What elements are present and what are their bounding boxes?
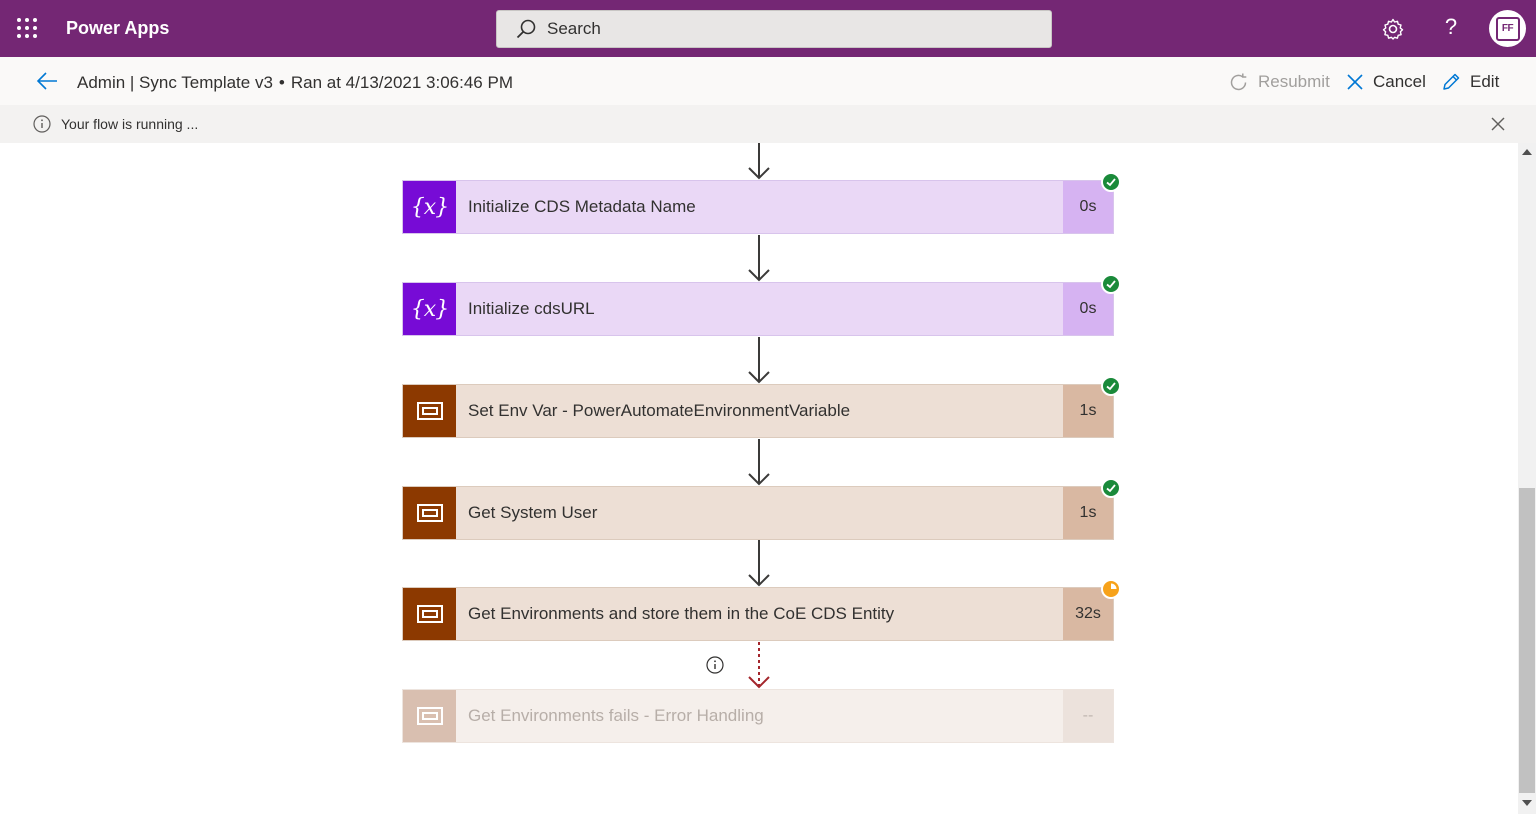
child-flow-icon <box>403 385 456 437</box>
child-flow-icon <box>403 690 456 742</box>
run-timestamp: Ran at 4/13/2021 3:06:46 PM <box>290 73 513 92</box>
top-bar: Power Apps ? FF <box>0 0 1536 57</box>
step-duration: -- <box>1063 690 1113 742</box>
app-name[interactable]: Power Apps <box>66 18 170 38</box>
scrollbar-thumb[interactable] <box>1519 488 1535 793</box>
app-launcher-icon[interactable] <box>17 18 37 38</box>
connector-arrow <box>748 337 770 384</box>
running-message: Your flow is running ... <box>61 116 199 132</box>
search-icon <box>516 19 536 39</box>
step-title: Set Env Var - PowerAutomateEnvironmentVa… <box>468 401 851 420</box>
variable-icon: {x} <box>403 283 456 335</box>
refresh-icon <box>1230 73 1247 90</box>
flow-step-card[interactable]: Set Env Var - PowerAutomateEnvironmentVa… <box>402 384 1114 438</box>
success-check-icon <box>1101 172 1121 192</box>
success-check-icon <box>1101 376 1121 396</box>
scroll-up-arrow-icon[interactable] <box>1522 149 1532 155</box>
command-bar: Admin | Sync Template v3 • Ran at 4/13/202… <box>0 57 1536 105</box>
connector-arrow <box>748 540 770 587</box>
scroll-down-arrow-icon[interactable] <box>1522 800 1532 806</box>
search-input[interactable] <box>547 19 1027 39</box>
pencil-icon <box>1443 73 1460 90</box>
child-flow-icon <box>403 487 456 539</box>
flow-name: Admin | Sync Template v3 <box>77 73 273 92</box>
settings-gear-icon[interactable] <box>1381 17 1405 41</box>
step-title: Get Environments and store them in the C… <box>468 604 895 623</box>
avatar-initials: FF <box>1495 16 1520 41</box>
dismiss-close-icon[interactable] <box>1490 116 1506 132</box>
connector-arrow <box>748 439 770 486</box>
step-duration: 0s <box>1063 181 1113 233</box>
flow-step-card[interactable]: {x} Initialize cdsURL 0s <box>402 282 1114 336</box>
run-after-info-icon[interactable] <box>706 656 724 674</box>
connector-arrow <box>748 235 770 282</box>
flow-step-card[interactable]: Get System User 1s <box>402 486 1114 540</box>
step-title: Initialize CDS Metadata Name <box>468 197 696 216</box>
vertical-scrollbar[interactable] <box>1518 143 1536 814</box>
step-title: Get System User <box>468 503 598 522</box>
back-arrow-icon[interactable] <box>36 71 58 91</box>
cancel-button[interactable]: Cancel <box>1346 71 1426 93</box>
success-check-icon <box>1101 478 1121 498</box>
breadcrumb: Admin | Sync Template v3 • Ran at 4/13/202… <box>77 73 513 93</box>
search-box[interactable] <box>496 10 1052 48</box>
resubmit-button[interactable]: Resubmit <box>1228 71 1330 93</box>
error-path-dashed-arrow <box>748 642 770 689</box>
variable-icon: {x} <box>403 181 456 233</box>
user-avatar[interactable]: FF <box>1489 10 1526 47</box>
child-flow-icon <box>403 588 456 640</box>
breadcrumb-separator: • <box>278 73 285 92</box>
step-title: Initialize cdsURL <box>468 299 595 318</box>
resubmit-label: Resubmit <box>1258 72 1330 91</box>
status-message-bar: Your flow is running ... <box>0 105 1536 143</box>
flow-step-card[interactable]: Get Environments fails - Error Handling … <box>402 689 1114 743</box>
info-icon <box>33 115 51 133</box>
flow-canvas: {x} Initialize CDS Metadata Name 0s {x} … <box>0 143 1518 814</box>
connector-arrow <box>748 143 770 180</box>
success-check-icon <box>1101 274 1121 294</box>
running-clock-icon <box>1101 579 1121 599</box>
cancel-label: Cancel <box>1373 72 1426 91</box>
flow-step-card[interactable]: {x} Initialize CDS Metadata Name 0s <box>402 180 1114 234</box>
flow-step-card[interactable]: Get Environments and store them in the C… <box>402 587 1114 641</box>
edit-label: Edit <box>1470 72 1500 91</box>
edit-button[interactable]: Edit <box>1441 71 1499 93</box>
step-title: Get Environments fails - Error Handling <box>468 706 764 725</box>
help-icon[interactable]: ? <box>1444 14 1458 39</box>
close-icon <box>1347 74 1363 90</box>
